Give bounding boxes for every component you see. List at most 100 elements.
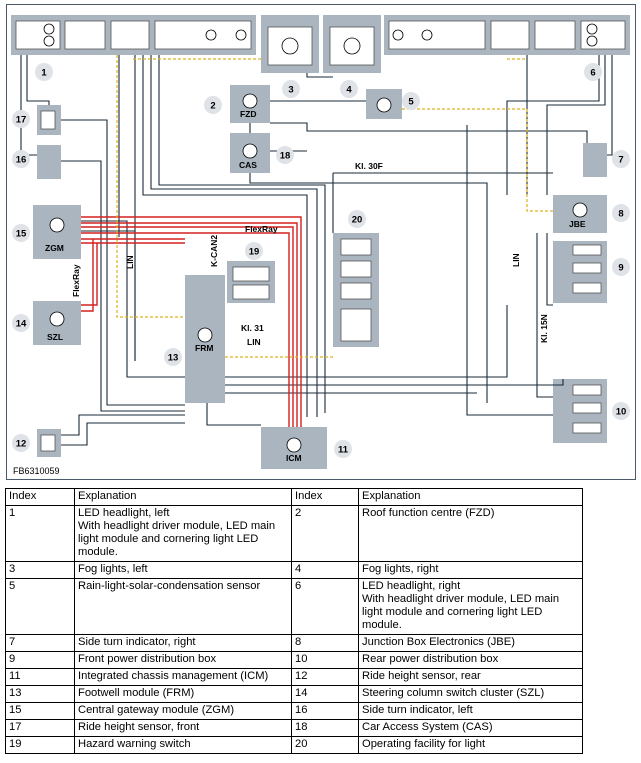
callout-13: 13	[168, 353, 179, 364]
legend-index: 18	[291, 719, 359, 737]
callout-6-circle	[584, 63, 602, 81]
legend-explanation: Footwell module (FRM)	[74, 685, 292, 703]
callout-15: 15	[16, 229, 27, 240]
legend-explanation: Ride height sensor, front	[74, 719, 292, 737]
callout-6: 6	[590, 68, 595, 79]
legend-explanation: Side turn indicator, right	[74, 634, 292, 652]
callout-10-circle	[612, 402, 630, 420]
lin-frm-label: LIN	[247, 337, 261, 347]
legend-index: 7	[5, 634, 75, 652]
callout-20-circle	[348, 210, 366, 228]
callout-9-circle	[612, 258, 630, 276]
legend-explanation: Side turn indicator, left	[358, 702, 583, 720]
callout-3: 3	[288, 85, 293, 96]
legend-index: 3	[5, 561, 75, 579]
callout-11-circle	[334, 440, 352, 458]
legend-explanation: Front power distribution box	[74, 651, 292, 669]
legend-index: 14	[291, 685, 359, 703]
legend-explanation: Rear power distribution box	[358, 651, 583, 669]
callout-16: 16	[16, 155, 27, 166]
callout-5: 5	[408, 97, 414, 108]
callout-2-circle	[204, 96, 222, 114]
lin-right-label: LIN	[511, 253, 521, 267]
legend-explanation: Central gateway module (ZGM)	[74, 702, 292, 720]
kl30f-label: Kl. 30F	[355, 161, 383, 171]
legend-header-index: Index	[5, 488, 75, 506]
legend-index: 13	[5, 685, 75, 703]
lin-left-label: LIN	[125, 255, 135, 269]
fzd-label: FZD	[240, 109, 257, 119]
callout-8-circle	[612, 204, 630, 222]
figure-id: FB6310059	[13, 466, 60, 476]
legend-index: 1	[5, 505, 75, 562]
legend-index: 11	[5, 668, 75, 686]
callout-13-circle	[164, 348, 182, 366]
callout-19-circle	[245, 242, 263, 260]
legend-explanation: Junction Box Electronics (JBE)	[358, 634, 583, 652]
kl15n-label: Kl. 15N	[539, 314, 549, 343]
callout-16-circle	[12, 150, 30, 168]
wiring-diagram-svg: FZD CAS ZGM SZL FRM ICM JBE FlexRay Flex…	[11, 15, 630, 469]
legend-explanation: Integrated chassis management (ICM)	[74, 668, 292, 686]
legend-index: 8	[291, 634, 359, 652]
zgm-label: ZGM	[45, 243, 64, 253]
callout-4-circle	[340, 80, 358, 98]
callout-14: 14	[16, 319, 27, 330]
legend-explanation: Car Access System (CAS)	[358, 719, 583, 737]
callout-19: 19	[249, 247, 260, 258]
callout-15-circle	[12, 224, 30, 242]
kcan2-label: K-CAN2	[209, 235, 219, 267]
cas-label: CAS	[239, 160, 257, 170]
legend-header-explanation: Explanation	[74, 488, 292, 506]
legend-index: 2	[291, 505, 359, 562]
callout-12: 12	[16, 439, 27, 450]
legend-index: 19	[5, 736, 75, 754]
legend-explanation: Roof function centre (FZD)	[358, 505, 583, 562]
callout-17-circle	[12, 110, 30, 128]
kl31-label: Kl. 31	[241, 323, 264, 333]
legend-explanation: Operating facility for light	[358, 736, 583, 754]
frm-label: FRM	[195, 343, 213, 353]
legend-index: 4	[291, 561, 359, 579]
callout-8: 8	[618, 209, 623, 220]
legend-header-index: Index	[291, 488, 359, 506]
legend-index: 6	[291, 578, 359, 635]
callout-5-circle	[402, 92, 420, 110]
callout-18: 18	[280, 151, 291, 162]
legend-header-explanation: Explanation	[358, 488, 583, 506]
legend-explanation: Fog lights, right	[358, 561, 583, 579]
legend-index: 17	[5, 719, 75, 737]
callout-1: 1	[41, 68, 47, 79]
callout-3-circle	[282, 80, 300, 98]
callout-10: 10	[616, 407, 627, 418]
legend-index: 5	[5, 578, 75, 635]
callout-17: 17	[16, 115, 27, 126]
legend-explanation: Fog lights, left	[74, 561, 292, 579]
turn-left-box	[37, 145, 61, 179]
flexray-label: FlexRay	[245, 224, 278, 234]
legend-index: 16	[291, 702, 359, 720]
callout-9: 9	[618, 263, 623, 274]
legend-index: 15	[5, 702, 75, 720]
wiring-diagram: FZD CAS ZGM SZL FRM ICM JBE FlexRay Flex…	[6, 4, 636, 480]
callout-4: 4	[346, 85, 352, 96]
jbe-label: JBE	[569, 219, 586, 229]
legend-index: 12	[291, 668, 359, 686]
callout-12-circle	[12, 434, 30, 452]
legend-explanation: Hazard warning switch	[74, 736, 292, 754]
callout-11: 11	[338, 445, 349, 456]
callout-18-circle	[276, 146, 294, 164]
callout-7-circle	[612, 150, 630, 168]
legend-explanation: Ride height sensor, rear	[358, 668, 583, 686]
legend-index: 20	[291, 736, 359, 754]
